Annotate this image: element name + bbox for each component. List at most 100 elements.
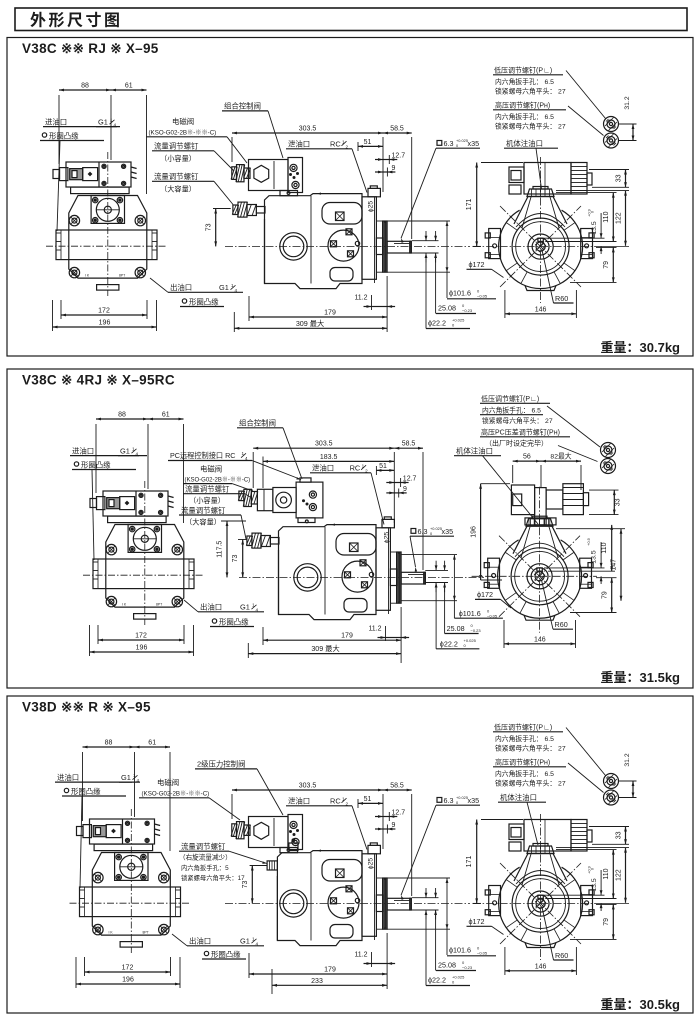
svg-text:2: 2 [346,145,349,150]
svg-text:61: 61 [162,412,170,419]
svg-text:出油口: 出油口 [170,283,192,292]
svg-text:147: 147 [611,559,618,571]
svg-text:内六角扳手孔： 6.5: 内六角扳手孔： 6.5 [482,406,541,415]
svg-text:低压调节螺钉(P∟): 低压调节螺钉(P∟) [494,723,552,732]
svg-text:58.5: 58.5 [402,441,416,448]
svg-text:G1: G1 [98,118,108,127]
svg-text:1: 1 [342,797,345,802]
svg-text:31.2: 31.2 [624,753,631,766]
svg-text:179: 179 [324,967,336,974]
svg-text:+0.025: +0.025 [464,638,477,643]
svg-text:−0.05: −0.05 [487,614,498,619]
svg-text:进油口: 进油口 [45,118,67,127]
svg-text:机体注油口: 机体注油口 [506,139,543,148]
svg-text:x35: x35 [442,527,454,536]
svg-text:88: 88 [118,412,126,419]
svg-text:31.2: 31.2 [624,96,631,109]
svg-text:58.5: 58.5 [390,783,404,790]
svg-text:G1: G1 [121,773,131,782]
svg-text:高压PC压差调节螺钉(Pʜ): 高压PC压差调节螺钉(Pʜ) [481,428,560,437]
svg-text:303.5: 303.5 [299,783,317,790]
svg-text:79: 79 [603,918,610,926]
svg-text:重量：30.5kg: 重量：30.5kg [601,997,681,1012]
svg-text:6.3: 6.3 [444,139,454,148]
svg-text:G1: G1 [240,603,250,612]
svg-text:51: 51 [379,463,387,470]
svg-text:309 最大: 309 最大 [296,319,324,328]
svg-text:ϕ172: ϕ172 [477,590,493,599]
svg-text:x35: x35 [468,139,480,148]
svg-text:进油口: 进油口 [57,773,79,782]
svg-text:ϕ25: ϕ25 [368,201,375,213]
svg-text:79: 79 [601,591,608,599]
svg-text:1: 1 [342,140,345,145]
svg-text:13.5: 13.5 [591,878,598,891]
svg-text:锁紧螺母六角平头：17: 锁紧螺母六角平头：17 [181,873,245,882]
svg-text:1: 1 [110,118,113,123]
svg-text:高压调节螺钉(Pʜ): 高压调节螺钉(Pʜ) [495,101,550,110]
svg-text:锁紧螺母六角平头： 27: 锁紧螺母六角平头： 27 [495,778,566,787]
svg-text:内六角扳手孔： 6.5: 内六角扳手孔： 6.5 [495,112,554,121]
svg-text:61: 61 [125,83,133,90]
svg-text:ϕ172: ϕ172 [469,260,485,269]
svg-text:9: 9 [403,486,407,493]
svg-text:8PT: 8PT [119,274,125,278]
svg-text:12.7: 12.7 [392,810,406,817]
svg-text:进油口: 进油口 [72,447,94,456]
svg-text:（大容量）: （大容量） [185,517,221,526]
svg-text:低压调节螺钉(P∟): 低压调节螺钉(P∟) [494,66,552,75]
svg-text:（出厂时设定完毕）: （出厂时设定完毕） [485,439,548,448]
svg-text:流量调节螺钉: 流量调节螺钉 [181,506,226,515]
svg-text:8PT: 8PT [143,931,149,935]
svg-text:0: 0 [487,609,490,614]
svg-text:6.3: 6.3 [418,527,428,536]
svg-text:11.2: 11.2 [368,626,381,633]
svg-text:外形尺寸图: 外形尺寸图 [30,11,123,30]
svg-text:13.5: 13.5 [591,221,598,234]
svg-text:172: 172 [98,308,110,315]
svg-text:79: 79 [603,261,610,269]
svg-text:流量调节螺钉: 流量调节螺钉 [185,485,230,494]
svg-text:PC远程控制接口 RC: PC远程控制接口 RC [170,451,236,460]
svg-text:11.2: 11.2 [354,952,367,959]
svg-text:（大容量）: （大容量） [160,185,196,194]
svg-text:形圈凸缘: 形圈凸缘 [189,298,219,307]
svg-text:51: 51 [364,139,372,146]
svg-text:低压调节螺钉(P∟): 低压调节螺钉(P∟) [481,394,539,403]
svg-text:G1: G1 [240,937,250,946]
svg-text:锁紧螺母六角平头： 27: 锁紧螺母六角平头： 27 [495,743,566,752]
svg-text:（右旋流量减少）: （右旋流量减少） [179,853,232,862]
svg-text:ϕ25: ϕ25 [368,858,375,870]
svg-text:4: 4 [137,778,140,783]
svg-text:(KSO-G02-2B※-※※-C): (KSO-G02-2B※-※※-C) [149,130,217,137]
svg-text:11.2: 11.2 [354,295,367,302]
svg-text:0: 0 [477,289,480,294]
svg-text:33: 33 [616,831,623,839]
svg-text:0: 0 [477,946,480,951]
svg-text:内六角扳手孔： 6.5: 内六角扳手孔： 6.5 [495,77,554,86]
svg-text:110: 110 [603,211,610,222]
svg-text:−0.23: −0.23 [462,308,473,313]
svg-text:303.5: 303.5 [315,441,333,448]
svg-text:内六角扳手孔： 6.5: 内六角扳手孔： 6.5 [495,769,554,778]
svg-text:R60: R60 [555,294,568,303]
svg-text:1: 1 [133,773,136,778]
svg-text:88: 88 [105,740,113,747]
svg-text:1: 1 [242,451,245,456]
svg-text:4: 4 [245,456,248,461]
svg-text:+0.025: +0.025 [456,795,468,800]
svg-text:196: 196 [122,977,134,984]
svg-text:61: 61 [148,740,156,747]
svg-text:1: 1 [252,937,255,942]
svg-text:−0.05: −0.05 [477,951,488,956]
svg-text:8PT: 8PT [156,603,162,607]
svg-text:110: 110 [601,542,608,553]
svg-text:6.3: 6.3 [444,796,454,805]
svg-text:9: 9 [392,822,396,829]
svg-text:146: 146 [534,636,546,643]
svg-text:196: 196 [470,526,477,538]
svg-text:电磁阀: 电磁阀 [200,465,222,474]
svg-text:303.5: 303.5 [299,126,317,133]
svg-text:ϕ22.2: ϕ22.2 [440,639,458,648]
svg-text:12.7: 12.7 [392,153,406,160]
